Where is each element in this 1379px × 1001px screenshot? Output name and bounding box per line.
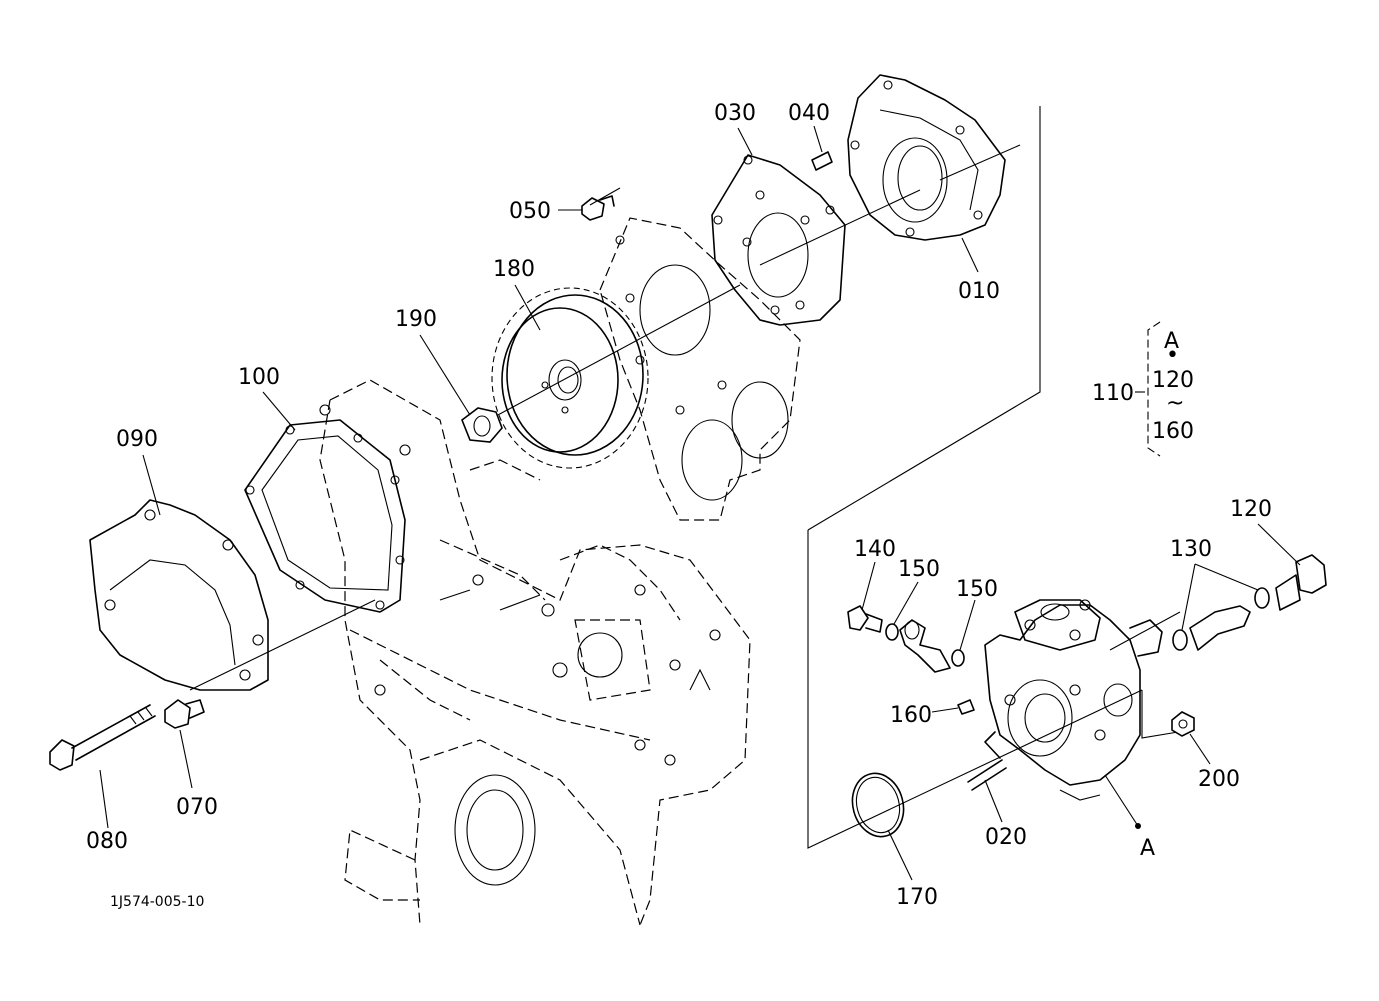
label-ref-A: A: [1140, 836, 1155, 861]
axis-lines: [189, 144, 1181, 691]
part-200-nut: [1171, 711, 1195, 737]
label-030: 030: [714, 101, 756, 126]
part-160-key: [957, 699, 975, 715]
assembly-note: A • 120 ~ 160: [1152, 329, 1194, 444]
label-160: 160: [890, 703, 932, 728]
banjo-fitting: [899, 619, 951, 673]
part-070-bolt: [164, 699, 205, 729]
part-180-gear: [491, 287, 649, 469]
part-080-bolt: [49, 704, 156, 771]
assembly-note-tilde: ~: [1166, 391, 1184, 416]
leader-lines: [99, 125, 1301, 881]
label-130: 130: [1170, 537, 1212, 562]
part-040-pin: [811, 151, 833, 171]
label-080: 080: [86, 829, 128, 854]
label-150-left: 150: [898, 557, 940, 582]
assembly-note-ref: A: [1164, 329, 1179, 354]
part-120-bolt: [1275, 554, 1327, 611]
ref-dot-A: [1135, 823, 1141, 829]
label-180: 180: [493, 257, 535, 282]
drawing-code: 1J574-005-10: [110, 894, 204, 910]
assembly-110-bracket: [1147, 321, 1161, 457]
label-100: 100: [238, 365, 280, 390]
part-030-gasket-plate: [711, 154, 846, 326]
label-070: 070: [176, 795, 218, 820]
part-090-cover: [89, 499, 269, 691]
part-140-bolt: [847, 605, 883, 633]
label-200: 200: [1198, 767, 1240, 792]
part-labels: 010 020 030 040 050 070 080 090 100 110 …: [86, 101, 1272, 910]
gear-case-housing: [319, 379, 751, 926]
label-150-right: 150: [956, 577, 998, 602]
injection-pump-assembly: [984, 599, 1163, 801]
label-020: 020: [985, 825, 1027, 850]
label-010: 010: [958, 279, 1000, 304]
assembly-note-dot: •: [1166, 343, 1179, 368]
assembly-note-to: 160: [1152, 419, 1194, 444]
label-120: 120: [1230, 497, 1272, 522]
assembly-note-from: 120: [1152, 368, 1194, 393]
part-150-washer-left: [885, 623, 899, 641]
part-130-washers-union: [1172, 587, 1270, 651]
part-170-o-ring: [851, 772, 905, 838]
cover-gasket-dashed: [599, 217, 801, 521]
part-190-nut: [461, 407, 503, 443]
label-040: 040: [788, 101, 830, 126]
label-170: 170: [896, 885, 938, 910]
part-010-flange-housing: [847, 74, 1006, 241]
label-050: 050: [509, 199, 551, 224]
label-140: 140: [854, 537, 896, 562]
part-050-bolt: [581, 195, 615, 221]
part-150-washer-right: [951, 649, 965, 667]
label-090: 090: [116, 427, 158, 452]
label-110: 110: [1092, 381, 1134, 406]
label-190: 190: [395, 307, 437, 332]
part-100-gasket: [244, 419, 406, 613]
part-020-stud: [967, 759, 1007, 791]
right-reference-frame: [807, 106, 1179, 849]
